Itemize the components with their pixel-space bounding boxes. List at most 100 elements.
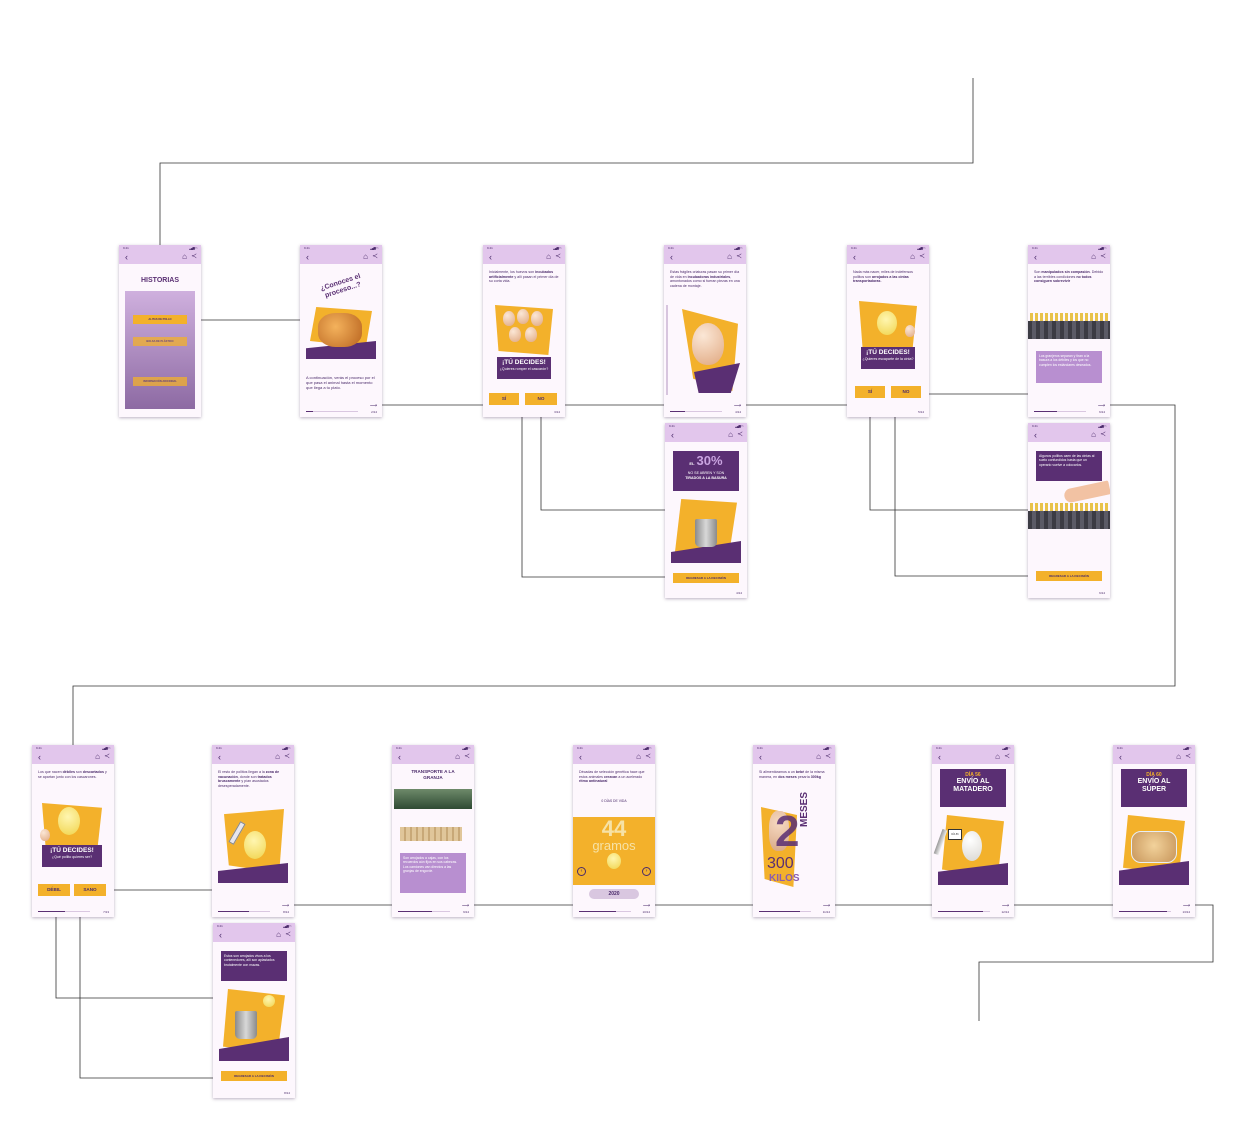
chicken-wings-button[interactable]: ALITAS DE POLLO: [133, 315, 187, 324]
chick-image: [607, 853, 621, 869]
decision-box: ¡TÚ DECIDES!¿Quieres romper el cascarón?: [497, 357, 551, 379]
next-arrow-icon[interactable]: ⟶: [369, 403, 377, 409]
nav-bar: ‹ ⌂ ≺: [212, 750, 294, 764]
home-icon[interactable]: ⌂: [276, 930, 281, 939]
share-icon[interactable]: ≺: [464, 753, 470, 760]
decision-box: ¡TÚ DECIDES!¿Qué pollito quieres ser?: [42, 845, 102, 867]
chicks-row-image: [1030, 503, 1108, 511]
next-slide-icon[interactable]: ›: [642, 867, 651, 876]
status-bar: 9:41▂▄▆ ▭: [212, 745, 294, 750]
home-icon[interactable]: ⌂: [910, 252, 915, 261]
scroll-handle[interactable]: [666, 305, 668, 395]
screen-growth: 9:41▂▄▆ ▭ ‹⌂≺ Décadas de selección genét…: [573, 745, 655, 917]
nav-bar: ‹ ⌂ ≺: [1028, 250, 1110, 264]
next-arrow-icon[interactable]: ⟶: [1182, 903, 1190, 909]
months-label: MESES: [799, 791, 810, 827]
status-bar: 9:41▂▄▆ ▭: [1028, 423, 1110, 428]
next-arrow-icon[interactable]: ⟶: [1001, 903, 1009, 909]
back-to-decision-button[interactable]: REGRESAR A LA DECISIÓN: [221, 1071, 287, 1081]
home-icon[interactable]: ⌂: [546, 252, 551, 261]
home-icon[interactable]: ⌂: [727, 252, 732, 261]
back-icon[interactable]: ‹: [1034, 252, 1037, 262]
home-icon[interactable]: ⌂: [1091, 252, 1096, 261]
page-number: 8/14: [284, 1091, 290, 1095]
home-icon[interactable]: ⌂: [275, 752, 280, 761]
back-icon[interactable]: ‹: [1034, 430, 1037, 440]
healthy-button[interactable]: SANO: [74, 884, 106, 896]
home-icon[interactable]: ⌂: [1176, 752, 1181, 761]
back-icon[interactable]: ‹: [218, 752, 221, 762]
back-to-decision-button[interactable]: REGRESAR A LA DECISIÓN: [1036, 571, 1102, 581]
body-text: Estas frágiles criaturas pasan su primer…: [670, 270, 740, 288]
home-icon[interactable]: ⌂: [728, 430, 733, 439]
status-bar: 9:41▂▄▆ ▭: [753, 745, 835, 750]
next-arrow-icon[interactable]: ⟶: [642, 903, 650, 909]
back-icon[interactable]: ‹: [306, 252, 309, 262]
conveyor-belt-image: [1028, 321, 1110, 339]
nav-bar: ‹ ⌂ ≺: [932, 750, 1014, 764]
share-icon[interactable]: ≺: [919, 253, 925, 260]
home-icon[interactable]: ⌂: [1091, 430, 1096, 439]
next-arrow-icon[interactable]: ⟶: [822, 903, 830, 909]
home-icon[interactable]: ⌂: [182, 252, 187, 261]
weak-button[interactable]: DÉBIL: [38, 884, 70, 896]
callout-box: Estos son arrojados vivos a los contened…: [221, 951, 287, 981]
year-slider[interactable]: 2020: [589, 889, 639, 899]
share-icon[interactable]: ≺: [104, 753, 110, 760]
home-icon[interactable]: ⌂: [995, 752, 1000, 761]
yes-button[interactable]: SÍ: [855, 386, 885, 398]
share-icon[interactable]: ≺: [736, 253, 742, 260]
share-icon[interactable]: ≺: [645, 753, 651, 760]
back-icon[interactable]: ‹: [489, 252, 492, 262]
share-icon[interactable]: ≺: [285, 931, 291, 938]
back-icon[interactable]: ‹: [38, 752, 41, 762]
home-icon[interactable]: ⌂: [95, 752, 100, 761]
share-icon[interactable]: ≺: [1100, 253, 1106, 260]
share-icon[interactable]: ≺: [191, 253, 197, 260]
home-icon[interactable]: ⌂: [363, 252, 368, 261]
back-icon[interactable]: ‹: [759, 752, 762, 762]
share-icon[interactable]: ≺: [1100, 431, 1106, 438]
back-icon[interactable]: ‹: [853, 252, 856, 262]
home-icon[interactable]: ⌂: [455, 752, 460, 761]
no-button[interactable]: NO: [525, 393, 557, 405]
back-icon[interactable]: ‹: [938, 752, 941, 762]
back-icon[interactable]: ‹: [670, 252, 673, 262]
prev-arrow-icon[interactable]: ‹: [577, 867, 586, 876]
back-icon[interactable]: ‹: [398, 752, 401, 762]
share-icon[interactable]: ≺: [284, 753, 290, 760]
back-icon[interactable]: ‹: [219, 930, 222, 940]
share-icon[interactable]: ≺: [372, 253, 378, 260]
next-arrow-icon[interactable]: ⟶: [733, 403, 741, 409]
next-arrow-icon[interactable]: ⟶: [1097, 403, 1105, 409]
screen-home: 9:41▂▄▆ ▭ ‹⌂≺ HISTORIAS ALITAS DE POLLO …: [119, 245, 201, 417]
page-number: 11/14: [822, 910, 830, 914]
progress-bar: [938, 911, 990, 912]
body-text: Son manipulados sin compasión. Debido a …: [1034, 270, 1104, 284]
yes-button[interactable]: SÍ: [489, 393, 519, 405]
chicken-image: [962, 831, 982, 861]
nav-bar: ‹ ⌂ ≺: [665, 428, 747, 442]
back-icon[interactable]: ‹: [1119, 752, 1122, 762]
back-icon[interactable]: ‹: [579, 752, 582, 762]
egg-image: [509, 327, 521, 342]
status-bar: 9:41▂▄▆ ▭: [392, 745, 474, 750]
home-icon[interactable]: ⌂: [636, 752, 641, 761]
home-icon[interactable]: ⌂: [816, 752, 821, 761]
next-arrow-icon[interactable]: ⟶: [461, 903, 469, 909]
back-to-decision-button[interactable]: REGRESAR A LA DECISIÓN: [673, 573, 739, 583]
share-icon[interactable]: ≺: [555, 253, 561, 260]
back-icon[interactable]: ‹: [671, 430, 674, 440]
plastic-bag-button[interactable]: BOLSA DE PLÁSTICO: [133, 337, 187, 346]
no-button[interactable]: NO: [891, 386, 921, 398]
next-arrow-icon[interactable]: ⟶: [281, 903, 289, 909]
back-icon[interactable]: ‹: [125, 252, 128, 262]
share-icon[interactable]: ≺: [1004, 753, 1010, 760]
headline: ¿Conoces el proceso...?: [319, 272, 362, 300]
share-icon[interactable]: ≺: [825, 753, 831, 760]
egg-image: [531, 311, 543, 326]
callout-box: Los granjeros separan y tiran a la basur…: [1036, 351, 1102, 383]
more-info-button[interactable]: INFORMACIÓN ADICIONAL: [133, 377, 187, 386]
share-icon[interactable]: ≺: [737, 431, 743, 438]
share-icon[interactable]: ≺: [1185, 753, 1191, 760]
